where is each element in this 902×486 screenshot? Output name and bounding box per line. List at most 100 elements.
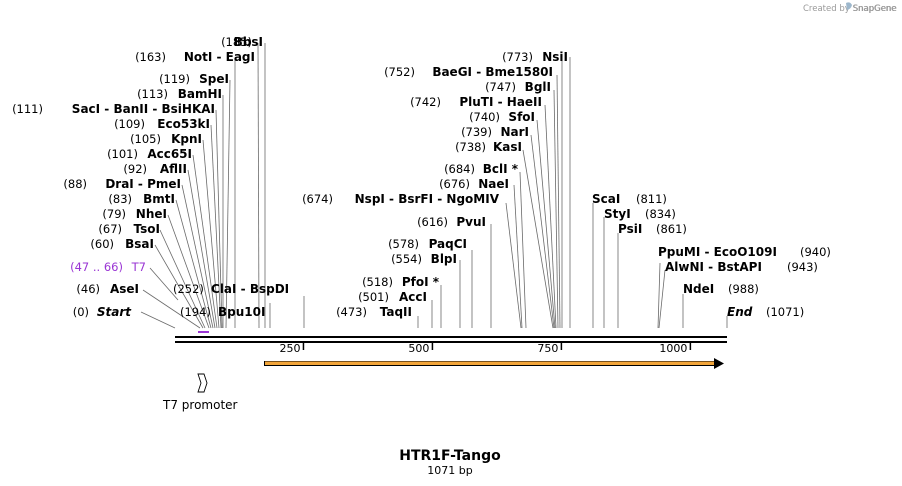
cut-site-enzyme-label[interactable]: PsiI bbox=[618, 222, 642, 236]
cut-site-position: (988) bbox=[728, 282, 759, 296]
t7-promoter-label: T7 promoter bbox=[162, 398, 238, 412]
leader-line bbox=[513, 184, 523, 329]
leader-line bbox=[192, 154, 218, 329]
axis-tick-label: 250 bbox=[279, 342, 300, 355]
cut-site-enzyme-label[interactable]: BamHI bbox=[178, 87, 222, 101]
cut-site-position: (861) bbox=[656, 222, 687, 236]
cut-site-position: (738) bbox=[455, 140, 486, 154]
cut-site-enzyme-label[interactable]: Start bbox=[97, 305, 132, 319]
leader-line bbox=[215, 109, 223, 329]
cut-site-enzyme-label[interactable]: SacI - BanII - BsiHKAI bbox=[72, 102, 215, 116]
cut-site-enzyme-label[interactable]: NotI - EagI bbox=[184, 50, 255, 64]
map-title: HTR1F-Tango bbox=[399, 448, 501, 464]
cut-site-position: (109) bbox=[114, 117, 145, 131]
cut-site-enzyme-label[interactable]: PluTI - HaeII bbox=[459, 95, 542, 109]
cut-site-enzyme-label[interactable]: End bbox=[727, 305, 753, 319]
cut-site-position: (92) bbox=[123, 162, 147, 176]
cut-site-leader-lines bbox=[140, 42, 728, 329]
leader-line bbox=[202, 139, 220, 329]
cut-site-labels: (185)BbsI(163)NotI - EagI(119)SpeI(113)B… bbox=[12, 35, 831, 319]
cut-site-enzyme-label[interactable]: BlpI bbox=[431, 252, 457, 266]
cut-site-enzyme-label[interactable]: BbsI bbox=[234, 35, 263, 49]
cut-site-position: (163) bbox=[135, 50, 166, 64]
axis-ticks: 250 500 750 1000 bbox=[279, 342, 692, 355]
leader-line bbox=[658, 269, 666, 329]
leader-line bbox=[657, 262, 661, 329]
cut-site-position: (67) bbox=[98, 222, 122, 236]
cut-site-enzyme-label[interactable]: BaeGI - Bme1580I bbox=[432, 65, 553, 79]
cut-site-enzyme-label[interactable]: ClaI - BspDI bbox=[211, 282, 289, 296]
cut-site-enzyme-label[interactable]: Bpu10I bbox=[218, 305, 265, 319]
leader-line bbox=[210, 124, 222, 329]
cut-site-position: (742) bbox=[410, 95, 441, 109]
cut-site-position: (501) bbox=[358, 290, 389, 304]
leader-line bbox=[181, 184, 214, 329]
cut-site-enzyme-label[interactable]: DraI - PmeI bbox=[105, 177, 181, 191]
cut-site-enzyme-label[interactable]: T7 bbox=[131, 260, 146, 274]
leader-line bbox=[553, 89, 559, 329]
cut-site-enzyme-label[interactable]: AlwNI - BstAPI bbox=[665, 260, 762, 274]
leader-line bbox=[140, 311, 176, 329]
cut-site-position: (105) bbox=[130, 132, 161, 146]
cut-site-position: (111) bbox=[12, 102, 43, 116]
cut-site-position: (185) bbox=[221, 35, 252, 49]
cut-site-position: (473) bbox=[336, 305, 367, 319]
cut-site-position: (1071) bbox=[766, 305, 804, 319]
cut-site-position: (834) bbox=[645, 207, 676, 221]
cut-site-enzyme-label[interactable]: TsoI bbox=[134, 222, 160, 236]
cut-site-position: (616) bbox=[417, 215, 448, 229]
leader-line bbox=[519, 171, 527, 329]
cut-site-enzyme-label[interactable]: NheI bbox=[136, 207, 167, 221]
cut-site-enzyme-label[interactable]: TaqII bbox=[380, 305, 412, 319]
leader-line bbox=[149, 267, 179, 301]
axis-tick-label: 500 bbox=[408, 342, 429, 355]
cut-site-enzyme-label[interactable]: BsaI bbox=[125, 237, 154, 251]
cut-site-position: (252) bbox=[173, 282, 204, 296]
cut-site-enzyme-label[interactable]: BmtI bbox=[143, 192, 175, 206]
cut-site-enzyme-label[interactable]: BglI bbox=[525, 80, 551, 94]
cut-site-enzyme-label[interactable]: NsiI bbox=[542, 50, 568, 64]
cut-site-position: (578) bbox=[388, 237, 419, 251]
leader-line bbox=[167, 214, 210, 329]
cut-site-position: (676) bbox=[439, 177, 470, 191]
orf-arrow-feature[interactable] bbox=[264, 358, 724, 369]
map-length: 1071 bp bbox=[427, 464, 472, 477]
cut-site-position: (943) bbox=[787, 260, 818, 274]
cut-site-enzyme-label[interactable]: KasI bbox=[493, 140, 522, 154]
leader-line bbox=[522, 149, 554, 329]
cut-site-enzyme-label[interactable]: BclI * bbox=[483, 162, 519, 176]
cut-site-enzyme-label[interactable]: Acc65I bbox=[147, 147, 192, 161]
leader-line bbox=[505, 202, 522, 329]
cut-site-enzyme-label[interactable]: SpeI bbox=[199, 72, 229, 86]
axis-tick-label: 1000 bbox=[659, 342, 687, 355]
cut-site-enzyme-label[interactable]: NspI - BsrFI - NgoMIV bbox=[355, 192, 500, 206]
cut-site-enzyme-label[interactable]: AflII bbox=[160, 162, 187, 176]
leader-line bbox=[225, 79, 231, 329]
cut-site-enzyme-label[interactable]: AccI bbox=[399, 290, 427, 304]
leader-line bbox=[154, 244, 204, 329]
cut-site-enzyme-label[interactable]: NarI bbox=[500, 125, 529, 139]
cut-site-enzyme-label[interactable]: PfoI * bbox=[402, 275, 440, 289]
leader-line bbox=[536, 119, 556, 329]
cut-site-enzyme-label[interactable]: AseI bbox=[110, 282, 139, 296]
cut-site-enzyme-label[interactable]: SfoI bbox=[508, 110, 535, 124]
cut-site-enzyme-label[interactable]: PvuI bbox=[456, 215, 486, 229]
cut-site-enzyme-label[interactable]: PpuMI - EcoO109I bbox=[658, 245, 777, 259]
cut-site-enzyme-label[interactable]: KpnI bbox=[171, 132, 202, 146]
cut-site-enzyme-label[interactable]: StyI bbox=[604, 207, 631, 221]
cut-site-position: (101) bbox=[107, 147, 138, 161]
axis-tick-label: 750 bbox=[537, 342, 558, 355]
cut-site-enzyme-label[interactable]: PaqCI bbox=[429, 237, 467, 251]
t7-promoter-feature-icon[interactable] bbox=[197, 373, 208, 393]
leader-line bbox=[556, 74, 561, 329]
leader-line bbox=[257, 42, 260, 329]
cut-site-position: (119) bbox=[159, 72, 190, 86]
leader-line bbox=[159, 229, 206, 329]
cut-site-enzyme-label[interactable]: Eco53kI bbox=[157, 117, 210, 131]
cut-site-enzyme-label[interactable]: NdeI bbox=[683, 282, 714, 296]
cut-site-position: (79) bbox=[102, 207, 126, 221]
cut-site-enzyme-label[interactable]: NaeI bbox=[478, 177, 509, 191]
cut-site-enzyme-label[interactable]: ScaI bbox=[592, 192, 620, 206]
cut-site-position: (88) bbox=[63, 177, 87, 191]
cut-site-enzyme-label[interactable]: (47 .. 66) bbox=[70, 260, 123, 274]
